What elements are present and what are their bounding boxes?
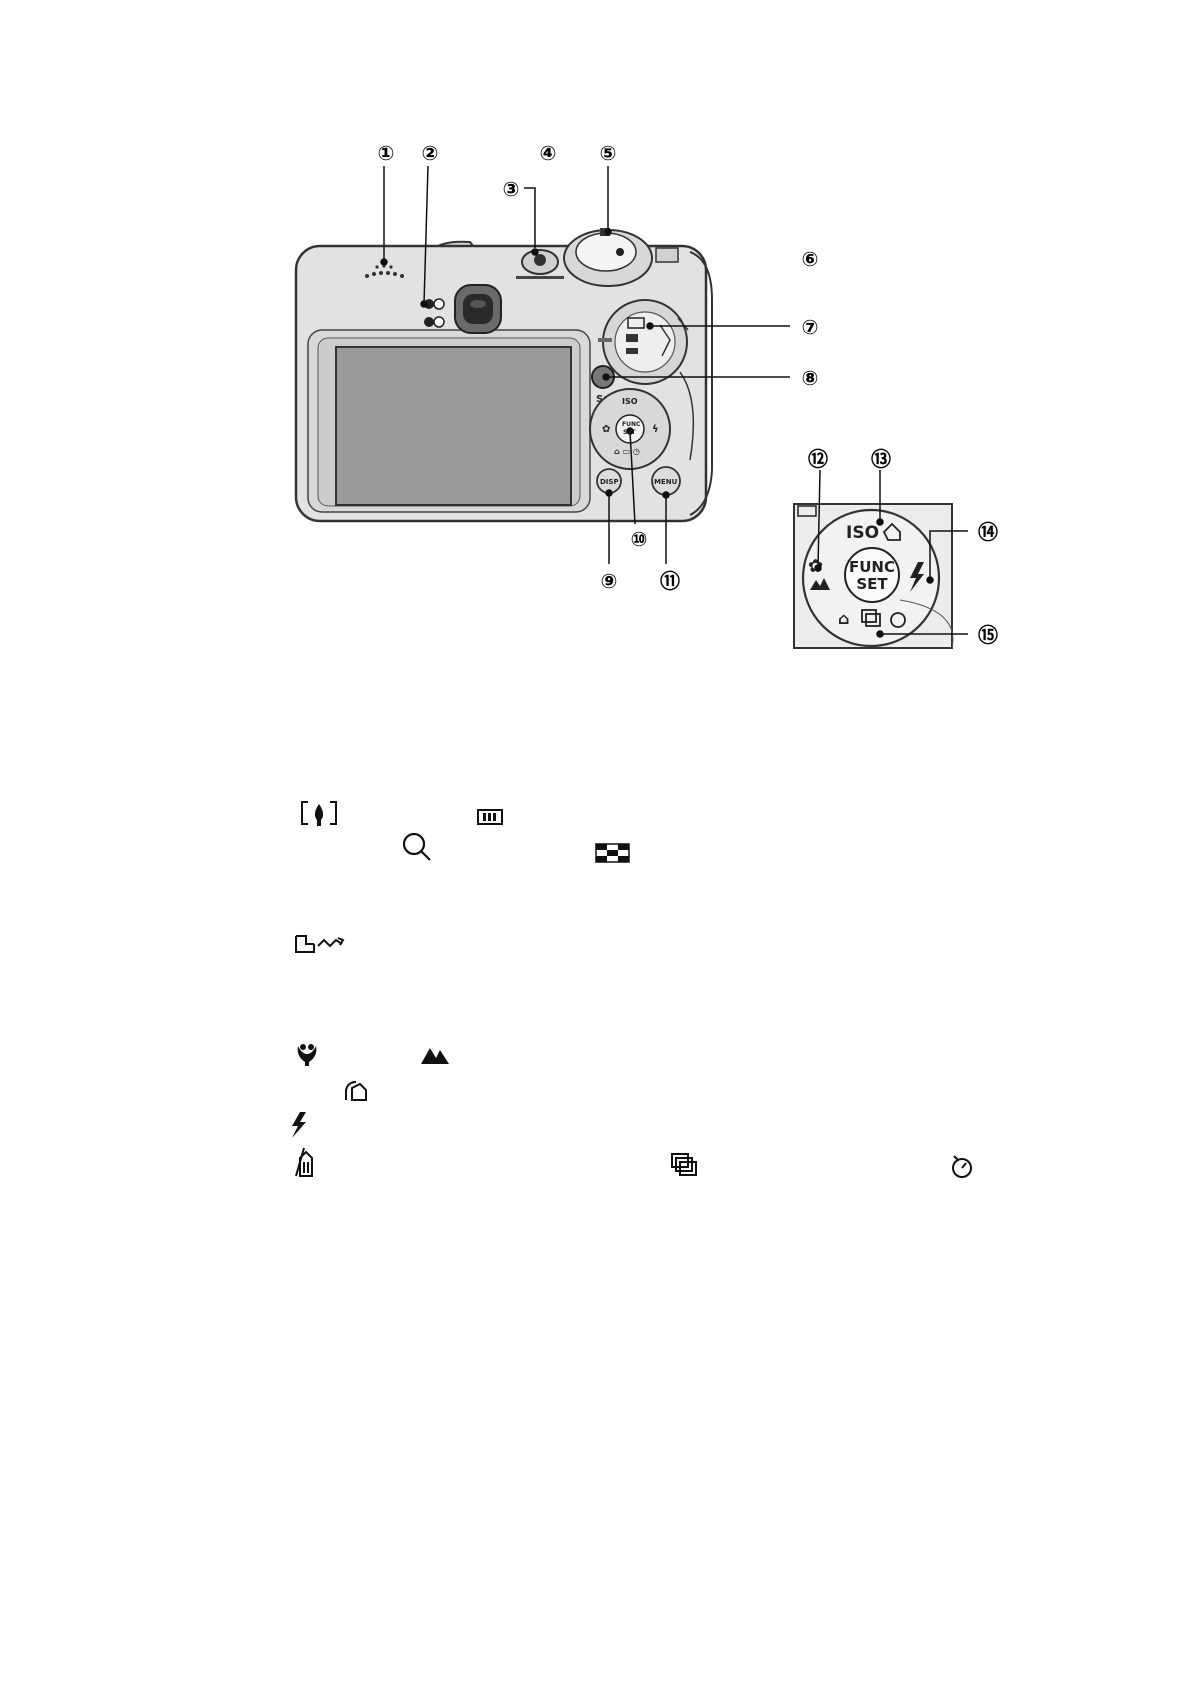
svg-text:⌂ ▭ ◷: ⌂ ▭ ◷ xyxy=(614,447,640,456)
callout-1: ① xyxy=(378,141,395,165)
leader-lines xyxy=(380,165,968,638)
lcd-screen xyxy=(335,346,572,506)
flash-icon xyxy=(292,1112,306,1138)
callout-9: ⑨ xyxy=(601,569,618,593)
svg-text:FUNC: FUNC xyxy=(622,421,641,428)
erase-icon xyxy=(295,1147,313,1177)
svg-text:⌂: ⌂ xyxy=(838,609,849,628)
callout-14: ⑭ xyxy=(978,520,998,544)
battery-icon xyxy=(477,809,503,825)
svg-text:ϟ: ϟ xyxy=(652,424,659,435)
callout-10: ⑩ xyxy=(631,527,648,551)
iso-tilt-icon xyxy=(345,1081,367,1101)
inset-iso-label: ISO xyxy=(846,523,879,543)
callout-11: ⑪ xyxy=(660,569,680,593)
svg-text:ISO: ISO xyxy=(622,397,638,406)
macro-icon xyxy=(297,1044,317,1066)
callout-numbers: ① ② ③ ④ ⑤ ⑥ ⑦ ⑧ ⑨ ⑩ ⑪ ⑫ ⑬ ⑭ ⑮ xyxy=(378,141,998,647)
controller-inset: FUNC SET ISO ✿ ⌂ xyxy=(793,503,954,649)
callout-3: ③ xyxy=(503,177,520,201)
svg-text:DISP: DISP xyxy=(600,478,619,486)
magnify-icon xyxy=(402,832,431,861)
callout-15: ⑮ xyxy=(978,623,998,647)
callout-5: ⑤ xyxy=(600,141,617,165)
callout-7: ⑦ xyxy=(802,315,819,339)
callout-12: ⑫ xyxy=(808,447,828,471)
callout-2: ② xyxy=(422,141,439,165)
viewfinder xyxy=(454,284,502,334)
inset-func-label: FUNC xyxy=(849,558,895,576)
mode-dial[interactable] xyxy=(602,299,689,385)
callout-6: ⑥ xyxy=(802,247,819,271)
continuous-icon xyxy=(671,1153,697,1176)
svg-text:✿: ✿ xyxy=(602,424,610,435)
af-frame-icon xyxy=(301,801,337,826)
index-icon xyxy=(595,843,630,863)
self-timer-icon xyxy=(952,1155,972,1178)
infinity-icon xyxy=(421,1048,449,1064)
power-button[interactable] xyxy=(516,249,564,279)
menu-button[interactable]: MENU xyxy=(651,466,681,496)
svg-text:MENU: MENU xyxy=(654,478,678,486)
shutter-button[interactable] xyxy=(563,228,653,287)
callout-4: ④ xyxy=(540,141,557,165)
callout-8: ⑧ xyxy=(802,366,819,390)
print-share-icon xyxy=(295,935,345,953)
playback-button-edge[interactable] xyxy=(655,247,679,263)
callout-13: ⑬ xyxy=(871,447,891,471)
inset-set-label: SET xyxy=(856,575,888,593)
